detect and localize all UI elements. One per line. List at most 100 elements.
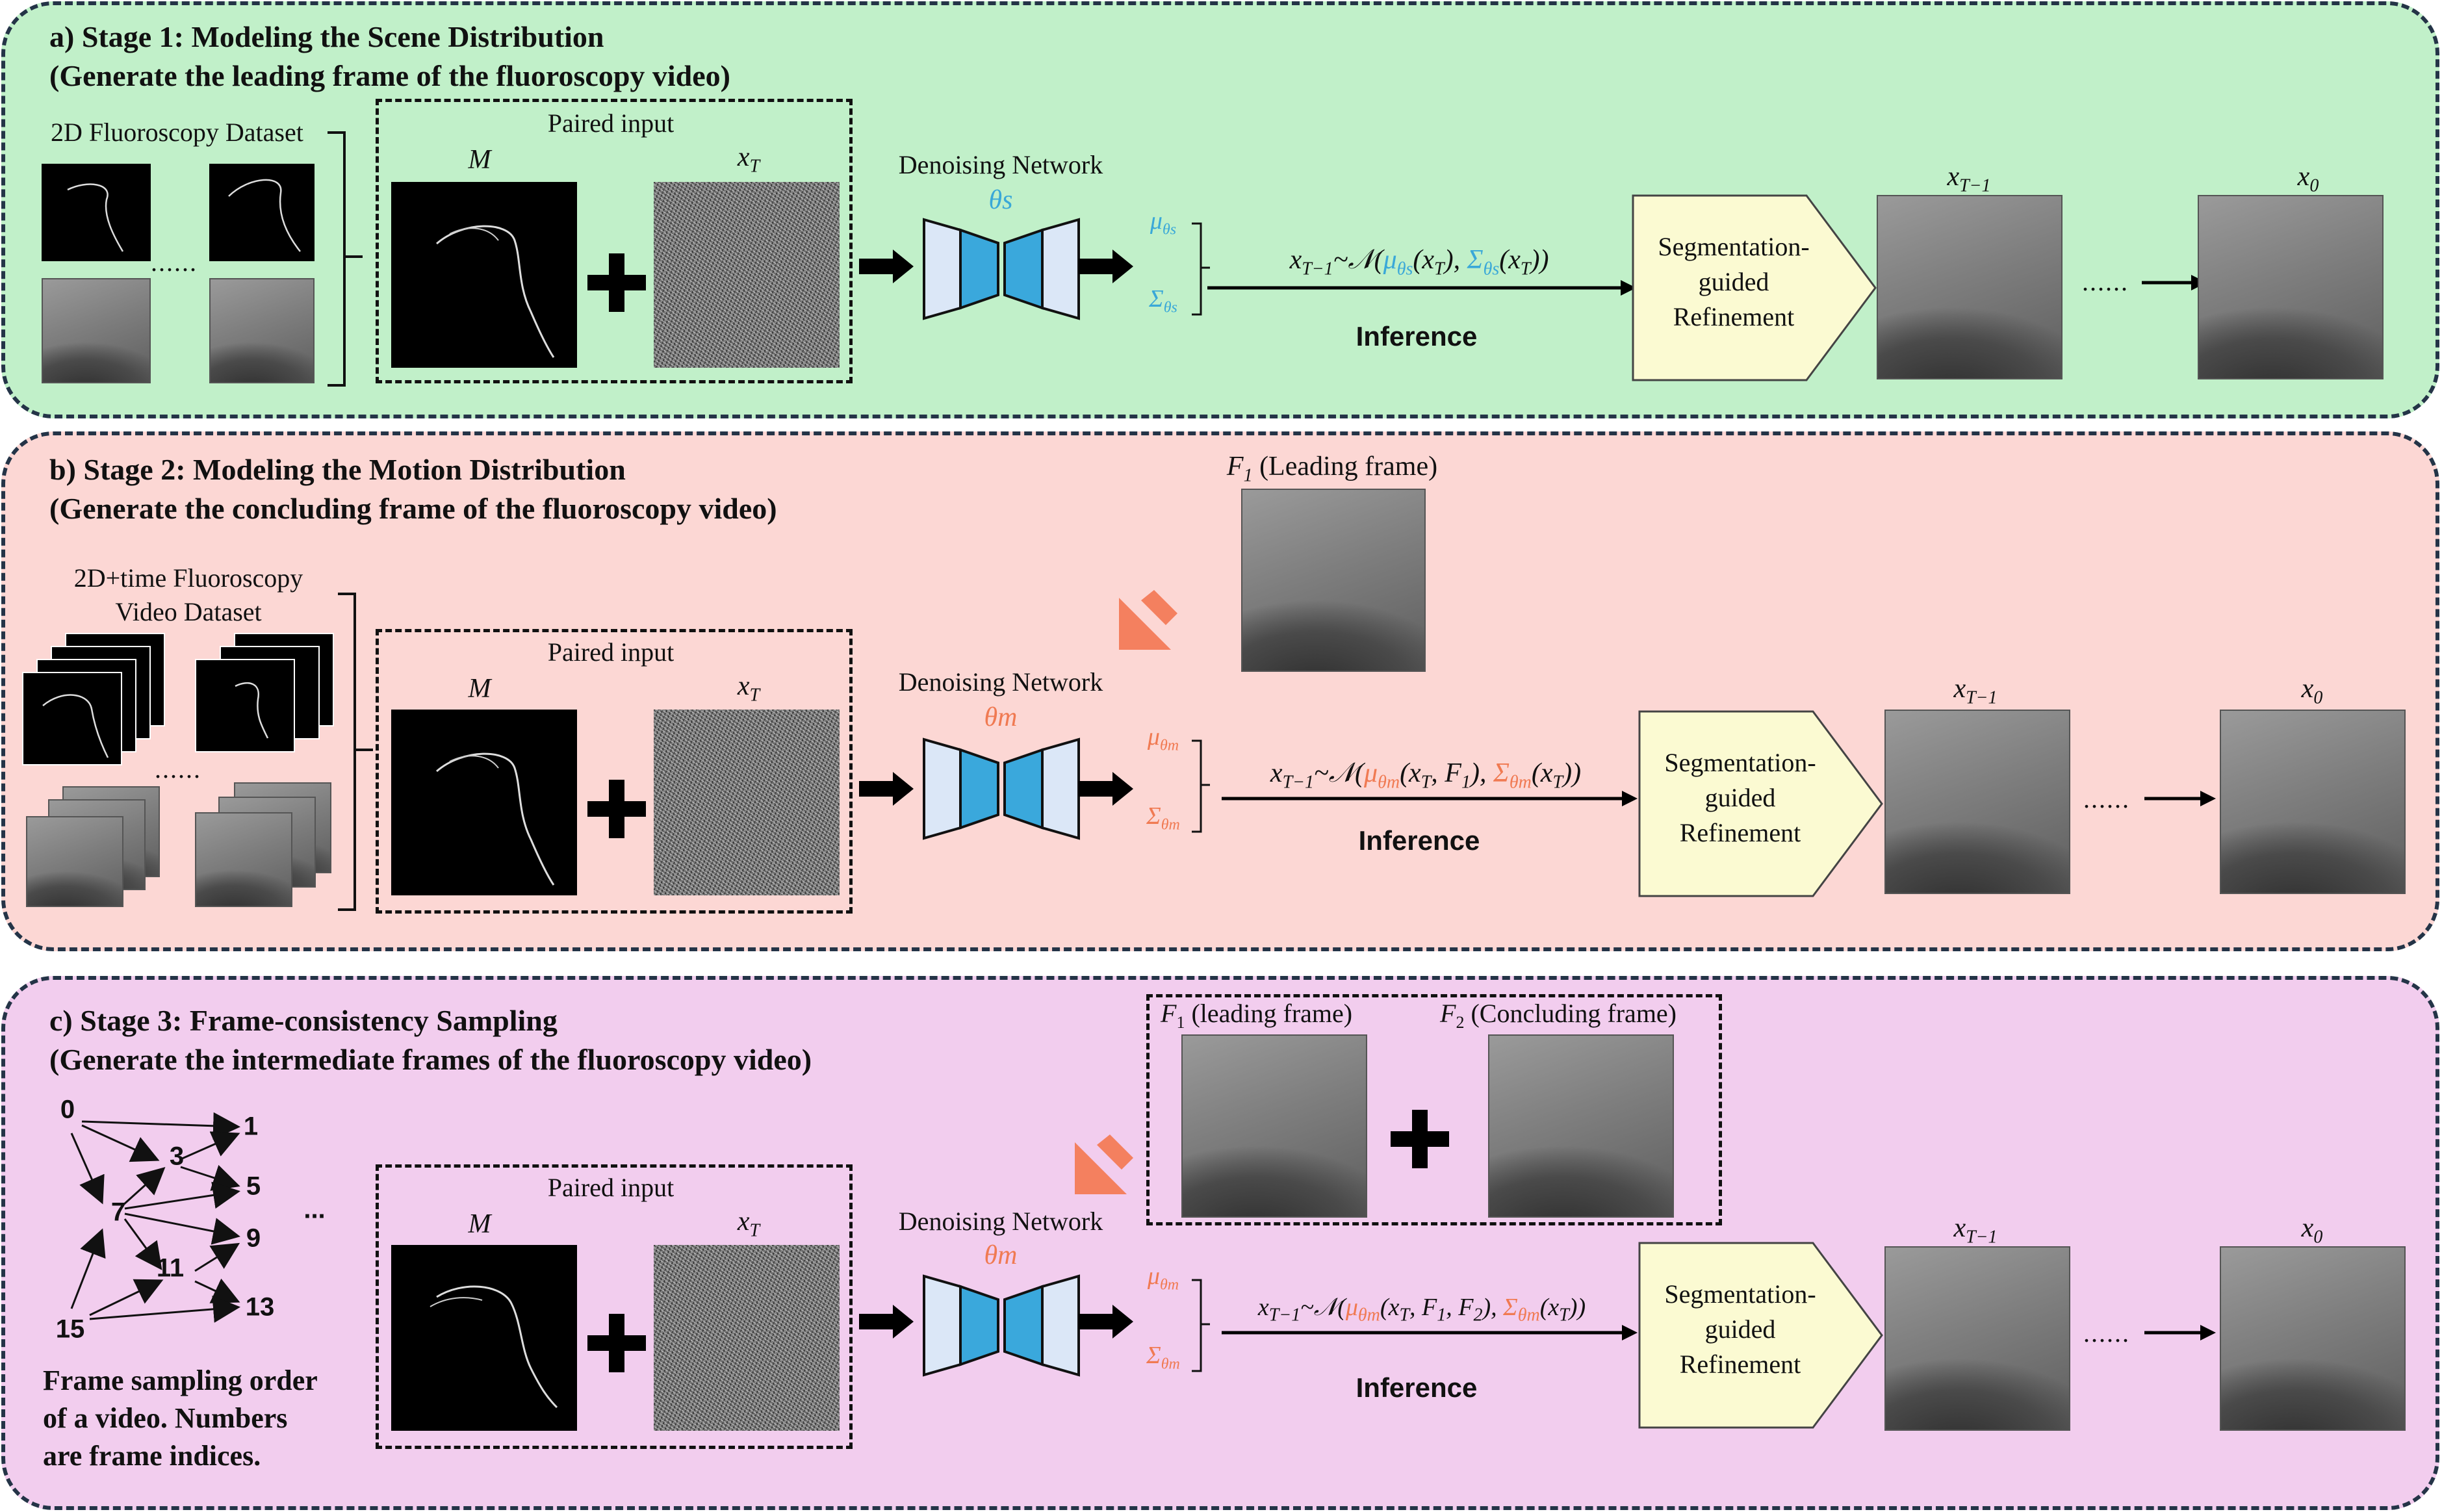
stage3-graph-node-13: 13	[245, 1292, 275, 1322]
stage2-leading-frame-image	[1241, 489, 1426, 672]
stage3-title: c) Stage 3: Frame-consistency Sampling	[49, 1004, 558, 1037]
stage3-graph-node-1: 1	[243, 1112, 259, 1141]
stage1-xt1-label: xT−1	[1947, 162, 1991, 196]
stage3-formula: xT−1~𝒩(μθm(xT, F1, F2), Σθm(xT))	[1257, 1294, 1586, 1326]
stage2-theta: θm	[984, 702, 1018, 732]
stage3-network-icon	[923, 1274, 1080, 1377]
stage3-mu: μθm	[1147, 1262, 1179, 1294]
stage2-inference-arrow	[1222, 791, 1638, 806]
stage2-x0-label: x0	[2301, 674, 2323, 708]
stage1-theta: θs	[988, 185, 1013, 215]
stage2-subtitle: (Generate the concluding frame of the fl…	[49, 492, 777, 525]
stage3-chain-dots: ......	[2083, 1318, 2130, 1348]
stage1-arrow-from-network	[1079, 248, 1133, 285]
stage3-subtitle: (Generate the intermediate frames of the…	[49, 1043, 812, 1076]
stage3-f1-image	[1181, 1034, 1367, 1218]
stage3-f1-label: F1 (leading frame)	[1161, 999, 1353, 1032]
stage3-network-label: Denoising Network	[898, 1207, 1103, 1236]
stage3-f2-label: F2 (Concluding frame)	[1440, 999, 1677, 1032]
stage2-mu: μθm	[1147, 723, 1179, 754]
stage3-x0-label: x0	[2301, 1213, 2323, 1248]
stage1-mu-sigma-bracket	[1192, 222, 1210, 316]
stage3-seg-box	[1638, 1242, 1883, 1429]
stage2-chain-dots: ......	[2083, 784, 2130, 814]
stage1-chain-dots: ......	[2082, 267, 2129, 296]
stage1-paired-input-label: Paired input	[547, 109, 675, 138]
stage2-leading-frame-label: F1 (Leading frame)	[1226, 452, 1438, 486]
stage3-graph-node-9: 9	[246, 1224, 261, 1253]
stage3-theta: θm	[984, 1240, 1018, 1270]
stage2-dataset-dots: ......	[155, 754, 201, 784]
stage2-x0-image	[2220, 710, 2406, 894]
stage2-paired-input-box	[376, 629, 853, 914]
stage2-mask-image	[391, 710, 577, 895]
stage2-dataset-mask-stack-1	[22, 672, 122, 765]
stage2-paired-input-label: Paired input	[547, 637, 675, 667]
stage1-x0-image	[2198, 195, 2384, 379]
stage3-xt1-image	[1884, 1246, 2070, 1431]
stage1-dataset-mask-2	[209, 164, 315, 261]
stage2-arrow-from-network	[1079, 771, 1133, 807]
stage3-inference-label: Inference	[1356, 1372, 1478, 1403]
stage1-network-icon	[923, 218, 1080, 320]
stage3-graph-node-3: 3	[169, 1142, 185, 1171]
stage3-frames-box	[1146, 994, 1722, 1225]
stage3-graph-dots: ...	[303, 1195, 326, 1224]
stage2-seg-box	[1638, 710, 1883, 897]
stage1-dataset-mask-1	[42, 164, 151, 261]
stage3-arrow-to-network	[859, 1303, 914, 1340]
stage3-mask-image	[391, 1245, 577, 1431]
stage1-seg-box	[1632, 194, 1877, 381]
stage3-graph-node-0: 0	[60, 1095, 75, 1124]
stage1-noise-image	[654, 182, 840, 368]
stage2-sigma: Σθm	[1146, 802, 1180, 834]
stage1-title: a) Stage 1: Modeling the Scene Distribut…	[49, 20, 604, 53]
stage2-orange-arrow	[1119, 590, 1177, 650]
stage1-plus-icon	[587, 253, 646, 312]
stage1-arrow-to-network	[859, 248, 914, 285]
stage3-paired-input-box	[376, 1164, 853, 1449]
stage3-noise-image	[654, 1245, 840, 1431]
stage3-x0-image	[2220, 1246, 2406, 1431]
stage2-mu-sigma-bracket	[1192, 739, 1210, 833]
stage3-xt1-label: xT−1	[1953, 1213, 1998, 1248]
stage2-plus-icon	[587, 780, 646, 838]
stage2-arrow-to-network	[859, 771, 914, 807]
stage3-plus-icon	[587, 1314, 646, 1372]
stage2-network-label: Denoising Network	[898, 667, 1103, 697]
stage2-noise-label: xT	[737, 671, 760, 706]
stage1-noise-label: xT	[737, 142, 760, 177]
stage1-dataset-dots: ......	[151, 248, 198, 277]
stage2-dataset-frame-stack-2	[195, 812, 292, 907]
stage2-network-icon	[923, 737, 1080, 840]
stage3-noise-label: xT	[737, 1207, 760, 1241]
stage1-dataset-label: 2D Fluoroscopy Dataset	[51, 118, 303, 147]
stage3-orange-arrow	[1075, 1134, 1133, 1194]
stage2-noise-image	[654, 710, 840, 895]
stage1-dataset-frame-1	[42, 278, 151, 383]
stage3-inference-arrow	[1222, 1325, 1638, 1340]
stage3-f2-image	[1488, 1034, 1674, 1218]
stage1-mask-image	[391, 182, 577, 368]
stage1-x0-label: x0	[2297, 162, 2319, 196]
stage2-dataset-frame-stack-1	[26, 816, 123, 907]
stage3-graph-node-15: 15	[55, 1314, 85, 1344]
stage2-mask-label: M	[468, 674, 491, 704]
stage2-chain-arrow	[2144, 791, 2216, 806]
stage1-subtitle: (Generate the leading frame of the fluor…	[49, 59, 731, 92]
stage3-mask-label: M	[468, 1209, 491, 1239]
stage3-arrow-from-network	[1079, 1303, 1133, 1340]
stage2-dataset-bracket	[338, 593, 373, 911]
stage1-inference-arrow	[1207, 280, 1636, 296]
stage1-xt1-image	[1877, 195, 2063, 379]
stage2-title: b) Stage 2: Modeling the Motion Distribu…	[49, 453, 626, 486]
stage1-mask-label: M	[468, 145, 491, 175]
stage1-inference-label: Inference	[1356, 321, 1478, 352]
stage2-dataset-mask-stack-2	[195, 659, 295, 752]
stage3-sampling-graph-edges	[70, 1112, 240, 1323]
stage3-frames-plus-icon	[1391, 1110, 1449, 1168]
